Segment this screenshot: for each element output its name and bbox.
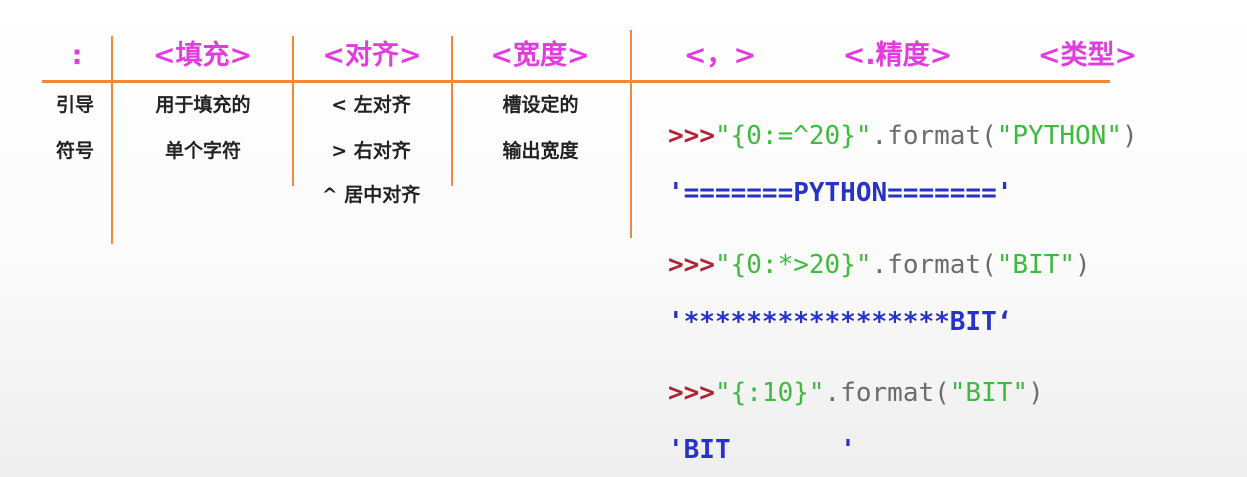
code-example-1-input: >>>"{0:=^20}".format("PYTHON") xyxy=(668,120,1138,152)
code-example-2-output: '*****************BIT‘ xyxy=(668,307,1013,337)
format-method: .format( xyxy=(871,121,997,151)
colon-description-line2: 符号 xyxy=(55,140,94,162)
column-divider-2 xyxy=(292,36,294,186)
fill-description-line2: 单个字符 xyxy=(164,140,241,162)
prompt-symbol: >>> xyxy=(668,378,715,408)
header-colon: : xyxy=(71,40,83,71)
column-divider-1 xyxy=(111,36,113,244)
width-description-line1: 槽设定的 xyxy=(502,94,579,116)
prompt-symbol: >>> xyxy=(668,121,715,151)
align-description-line3: ^ 居中对齐 xyxy=(321,184,421,206)
code-example-2-input: >>>"{0:*>20}".format("BIT") xyxy=(668,249,1091,281)
format-string: "{:10}" xyxy=(714,378,825,408)
header-type: <类型> xyxy=(1037,40,1138,71)
column-divider-4 xyxy=(630,30,632,238)
header-divider-line xyxy=(42,80,1110,83)
format-method: .format( xyxy=(871,250,997,280)
code-example-3-input: >>>"{:10}".format("BIT") xyxy=(668,377,1044,409)
close-paren: ) xyxy=(1028,378,1044,408)
align-description-line1: < 左对齐 xyxy=(331,94,411,116)
header-comma: <，> xyxy=(683,40,757,71)
format-argument: "PYTHON" xyxy=(996,121,1122,151)
format-string: "{0:*>20}" xyxy=(714,250,872,280)
prompt-symbol: >>> xyxy=(668,250,715,280)
code-example-1-output: '=======PYTHON=======' xyxy=(668,178,1013,208)
column-divider-3 xyxy=(451,36,453,186)
close-paren: ) xyxy=(1075,250,1091,280)
header-fill: <填充> xyxy=(152,40,253,71)
header-align: <对齐> xyxy=(322,40,422,71)
colon-description-line1: 引导 xyxy=(55,94,94,116)
code-example-3-output: 'BIT ' xyxy=(668,435,856,465)
close-paren: ) xyxy=(1121,121,1138,151)
fill-description-line1: 用于填充的 xyxy=(155,94,251,116)
align-description-line2: > 右对齐 xyxy=(331,140,411,162)
header-width: <宽度> xyxy=(490,40,590,71)
format-method: .format( xyxy=(824,378,950,408)
width-description-line2: 输出宽度 xyxy=(502,140,579,162)
format-argument: "BIT" xyxy=(996,250,1076,280)
format-argument: "BIT" xyxy=(949,378,1029,408)
header-precision: <.精度> xyxy=(842,40,953,71)
format-string: "{0:=^20}" xyxy=(714,121,872,151)
